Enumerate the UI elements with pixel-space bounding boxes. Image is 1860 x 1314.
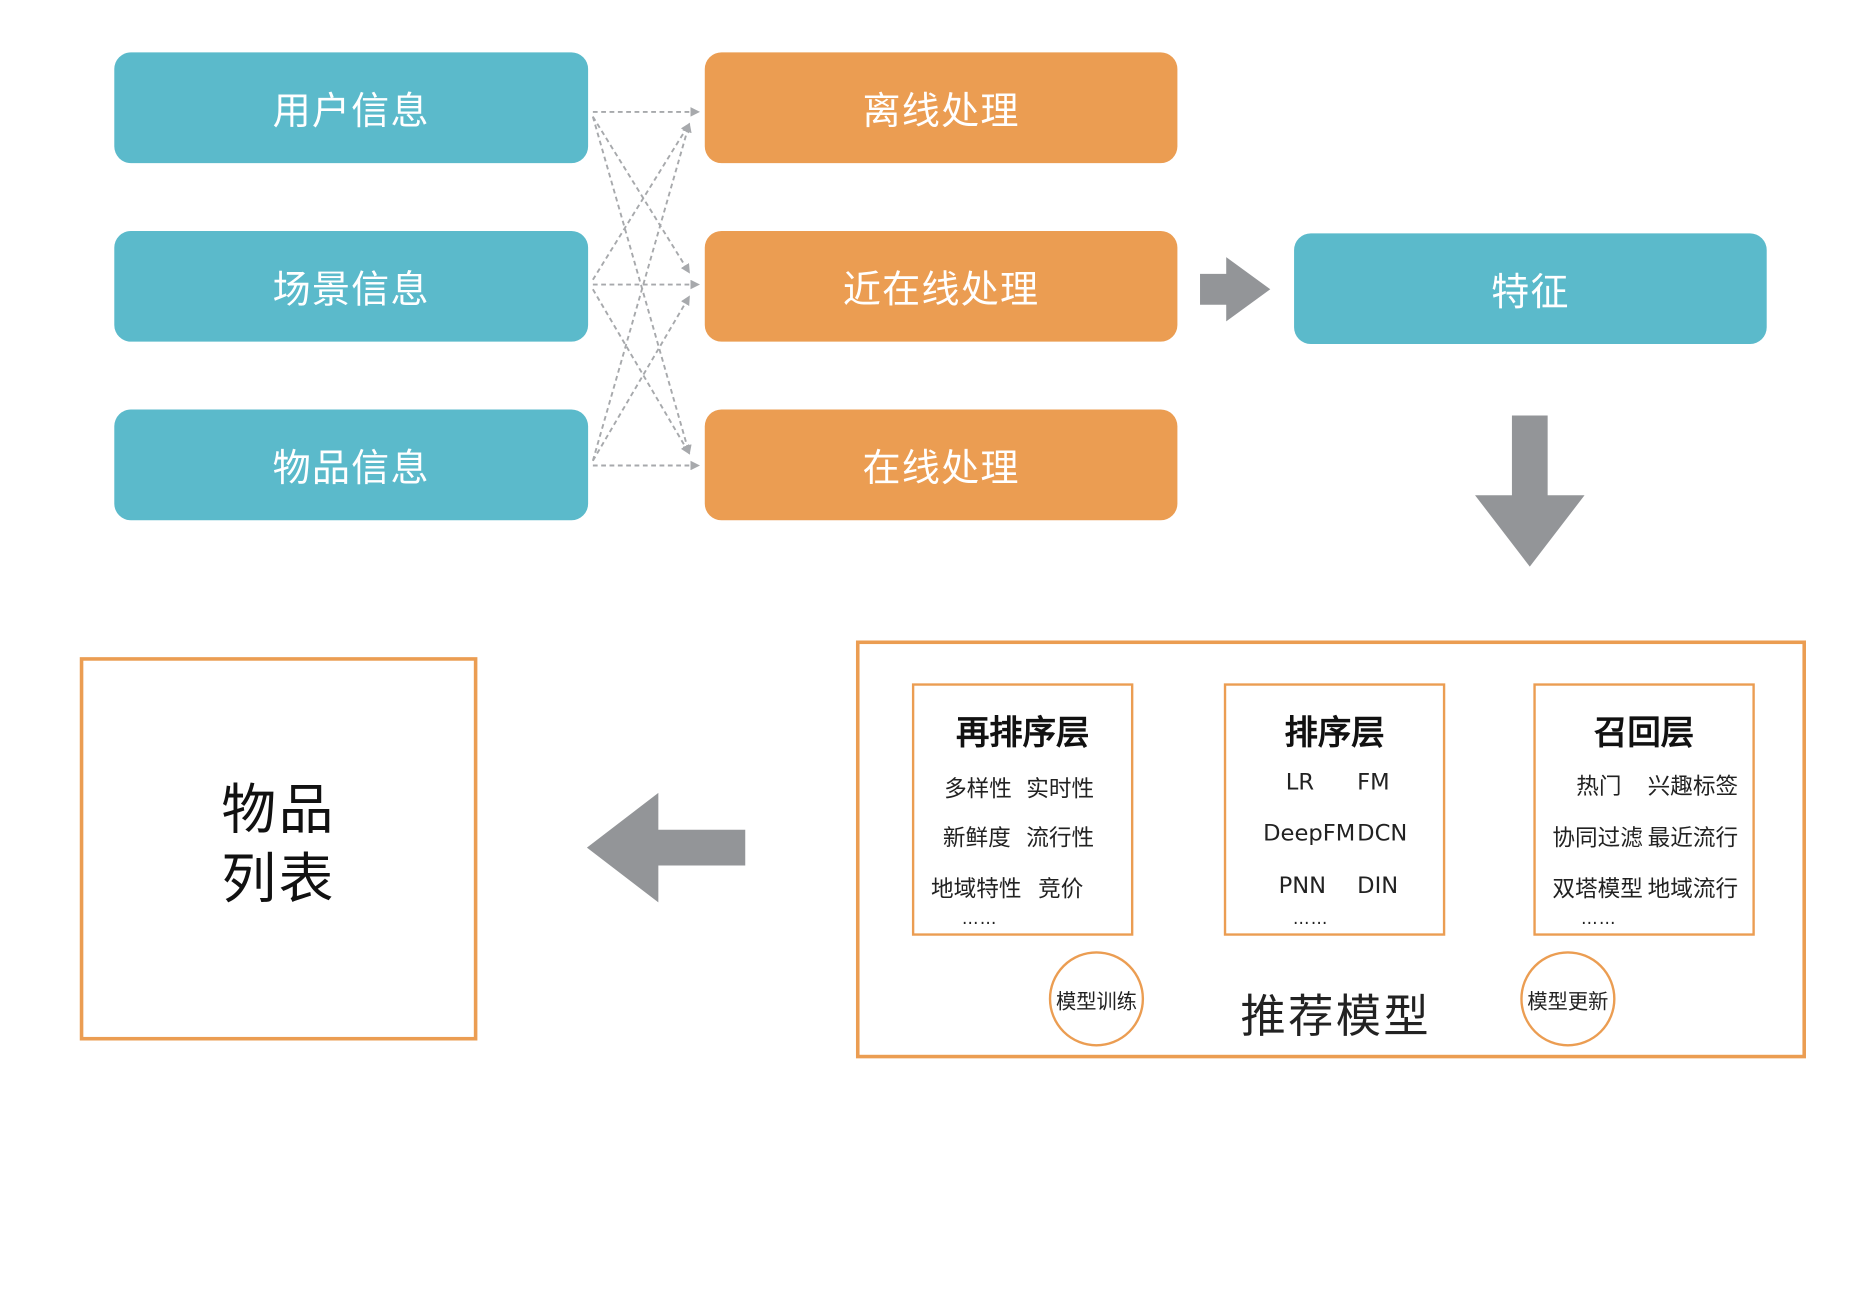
process-box-online: 在线处理 xyxy=(704,409,1178,521)
dashed-connector xyxy=(592,295,691,462)
dashed-connector xyxy=(592,288,691,455)
model-update-label: 模型更新 xyxy=(1527,989,1609,1014)
rank-cell: LR xyxy=(1285,769,1315,796)
rerank-layer-title: 再排序层 xyxy=(955,713,1090,753)
recommendation-model-title: 推荐模型 xyxy=(1240,990,1431,1043)
dashed-connector xyxy=(592,122,691,281)
input-to-processing-connectors xyxy=(591,107,701,471)
arrow-left-icon xyxy=(586,792,746,903)
item-list-label: 物品 列表 xyxy=(83,775,473,913)
model-training-circle: 模型训练 xyxy=(1048,951,1145,1047)
rerank-more: …… xyxy=(961,909,998,929)
rank-cell: DIN xyxy=(1357,872,1399,899)
input-box-user-info: 用户信息 xyxy=(114,52,589,164)
recall-cell: 地域流行 xyxy=(1647,876,1739,903)
model-update-circle: 模型更新 xyxy=(1520,951,1616,1047)
rerank-cell: 多样性 xyxy=(944,776,1012,803)
process-label: 近在线处理 xyxy=(842,266,1040,312)
item-list-line-2: 列表 xyxy=(221,846,336,911)
item-list-box: 物品 列表 xyxy=(79,657,478,1041)
process-box-nearline: 近在线处理 xyxy=(704,230,1178,342)
dashed-connector xyxy=(592,116,691,274)
process-label: 离线处理 xyxy=(862,87,1020,133)
rank-layer: 排序层 LR FM DeepFM DCN PNN DIN …… xyxy=(1223,683,1446,936)
recommendation-model-box: 再排序层 多样性 实时性 新鲜度 流行性 地域特性 竞价 …… 排序层 LR F… xyxy=(855,640,1806,1059)
recall-layer-title: 召回层 xyxy=(1594,713,1695,753)
recall-cell: 协同过滤 xyxy=(1552,825,1643,852)
rank-more: …… xyxy=(1292,909,1329,929)
rank-cell: DeepFM xyxy=(1263,820,1356,847)
arrow-down-icon xyxy=(1475,415,1585,567)
recall-cell: 兴趣标签 xyxy=(1647,773,1739,801)
recall-cell: 最近流行 xyxy=(1647,825,1739,852)
input-box-item-info: 物品信息 xyxy=(114,409,589,521)
dashed-connector xyxy=(591,122,692,461)
recall-cell: 双塔模型 xyxy=(1552,876,1643,903)
rerank-cell: 实时性 xyxy=(1026,776,1095,803)
input-label: 用户信息 xyxy=(272,87,430,133)
process-box-offline: 离线处理 xyxy=(704,52,1178,164)
recall-layer: 召回层 热门 兴趣标签 协同过滤 最近流行 双塔模型 地域流行 …… xyxy=(1533,683,1755,936)
recall-more: …… xyxy=(1580,909,1617,929)
rerank-cell: 竞价 xyxy=(1038,876,1084,903)
item-list-line-1: 物品 xyxy=(221,777,336,842)
rank-cell: DCN xyxy=(1357,820,1408,847)
input-label: 物品信息 xyxy=(272,444,430,490)
rerank-cell: 流行性 xyxy=(1026,825,1095,852)
model-training-label: 模型训练 xyxy=(1055,989,1137,1014)
input-box-scene-info: 场景信息 xyxy=(114,230,589,342)
arrow-right-icon xyxy=(1200,257,1271,322)
rank-layer-title: 排序层 xyxy=(1284,713,1385,753)
rerank-cell: 地域特性 xyxy=(930,876,1022,903)
feature-box: 特征 xyxy=(1294,233,1767,345)
dashed-connector xyxy=(591,116,692,455)
input-label: 场景信息 xyxy=(272,266,430,312)
rank-cell: PNN xyxy=(1278,872,1327,899)
process-label: 在线处理 xyxy=(862,444,1020,490)
rerank-layer: 再排序层 多样性 实时性 新鲜度 流行性 地域特性 竞价 …… xyxy=(911,683,1134,936)
feature-label: 特征 xyxy=(1491,268,1570,314)
rerank-cell: 新鲜度 xyxy=(942,825,1011,852)
rank-cell: FM xyxy=(1357,769,1390,796)
recall-cell: 热门 xyxy=(1576,773,1622,801)
